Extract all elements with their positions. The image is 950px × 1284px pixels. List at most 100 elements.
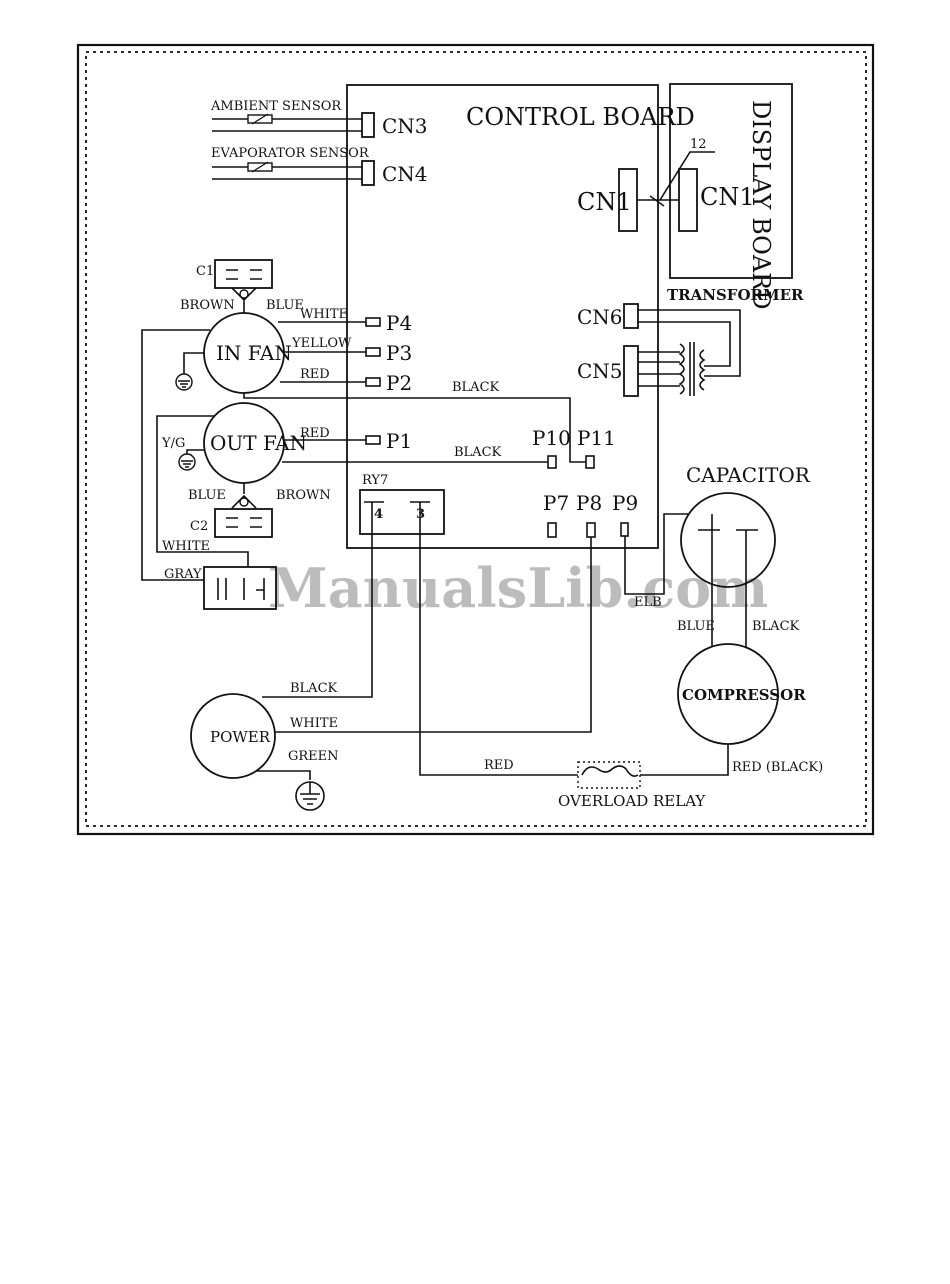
evaporator-sensor-wire — [212, 166, 362, 180]
red-black-wire — [640, 744, 729, 776]
ambient-sensor-wire — [212, 118, 362, 132]
red-wire-overload-label: RED — [484, 758, 514, 773]
p2-pin — [365, 377, 381, 387]
ambient-sensor-slash — [251, 113, 269, 125]
in-fan-label: IN FAN — [216, 341, 292, 365]
c1-capacitor — [214, 259, 273, 289]
capacitor-terminals — [698, 514, 758, 546]
cn4-label: CN4 — [382, 162, 428, 186]
black-wire-compressor-label: BLACK — [752, 619, 800, 634]
red-wire-p1-label: RED — [300, 426, 330, 441]
cn1-display-label: CN1 — [700, 183, 755, 211]
p9-wire-label: ELB — [634, 595, 662, 610]
capacitor-label: CAPACITOR — [686, 463, 811, 487]
white-wire-left-label: WHITE — [162, 539, 210, 554]
red-wire-p2-label: RED — [300, 367, 330, 382]
p7-label: P7 — [543, 491, 569, 515]
cn1-harness-slash — [649, 195, 665, 207]
cn6-connector — [623, 303, 639, 329]
p11-label: P11 — [577, 426, 616, 450]
yg-wire-label: Y/G — [161, 436, 185, 451]
blue-wire-bottom-label: BLUE — [188, 488, 226, 503]
p2-label: P2 — [386, 371, 412, 395]
capacitor-compressor-wires — [711, 546, 747, 650]
c2-leads — [231, 483, 257, 509]
p4-pin — [365, 317, 381, 327]
switch-block-contacts — [217, 578, 265, 600]
manualslib-watermark: ManualsLib.com — [268, 556, 768, 620]
cn3-connector — [361, 112, 375, 138]
power-ground-bars — [300, 782, 320, 805]
brown-wire-bottom-label: BROWN — [276, 488, 331, 503]
ambient-sensor-label: AMBIENT SENSOR — [210, 99, 342, 114]
capacitor — [680, 492, 776, 588]
relay-label: RY7 — [362, 473, 388, 488]
cn5-label: CN5 — [577, 359, 623, 383]
p9-label: P9 — [612, 491, 638, 515]
gray-wire — [141, 329, 222, 581]
switch-block — [203, 566, 277, 610]
in-fan-ground-wire — [183, 352, 204, 376]
p1-pin — [365, 435, 381, 445]
cn6-transformer-wire — [638, 309, 741, 377]
c2-capacitor — [214, 508, 273, 538]
transformer-secondary-coil — [699, 349, 706, 391]
power-source — [190, 693, 276, 779]
green-wire-power — [256, 770, 311, 780]
black-wire-p10-label: BLACK — [454, 445, 502, 460]
black-wire-p11 — [243, 393, 586, 463]
p9-pin — [620, 522, 629, 537]
out-fan-ground-bars — [181, 460, 193, 468]
cn4-connector — [361, 160, 375, 186]
c2-plates — [226, 517, 262, 528]
gray-wire-label: GRAY — [164, 567, 202, 582]
white-wire-p4-label: WHITE — [300, 307, 348, 322]
overload-relay-element — [581, 765, 639, 777]
cn1-harness — [637, 151, 715, 201]
compressor-label: COMPRESSOR — [682, 686, 806, 704]
cn3-label: CN3 — [382, 114, 428, 138]
cn5-transformer-wire — [638, 351, 680, 387]
p8-pin — [586, 522, 596, 538]
evaporator-sensor-slash — [251, 161, 269, 173]
p11-pin — [585, 455, 595, 469]
evaporator-sensor-label: EVAPORATOR SENSOR — [211, 146, 370, 161]
cn6-label: CN6 — [577, 305, 623, 329]
c2-label: C2 — [190, 519, 208, 534]
in-fan-ground-icon — [175, 373, 193, 391]
blue-wire-top-label: BLUE — [266, 298, 304, 313]
outer-frame — [76, 43, 875, 836]
red-black-wire-label: RED (BLACK) — [732, 760, 823, 775]
cn5-connector — [623, 345, 639, 397]
transformer-core — [689, 342, 695, 396]
c2-lead-node — [239, 497, 249, 507]
c1-label: C1 — [196, 264, 214, 279]
c1-plates — [226, 269, 262, 280]
out-fan-ground-icon — [178, 453, 196, 471]
p3-label: P3 — [386, 341, 412, 365]
p10-pin — [547, 455, 557, 469]
overload-relay-label: OVERLOAD RELAY — [558, 792, 706, 810]
green-wire-power-label: GREEN — [288, 749, 339, 764]
p10-label: P10 — [532, 426, 571, 450]
in-fan-ground-bars — [178, 380, 190, 388]
transformer-label: TRANSFORMER — [667, 286, 804, 304]
black-wire-power-label: BLACK — [290, 681, 338, 696]
power-label: POWER — [210, 728, 271, 746]
relay-ry7 — [359, 489, 445, 535]
out-fan-label: OUT FAN — [210, 431, 307, 455]
relay-pin4-label: 4 — [374, 507, 383, 522]
cn1-display-connector — [678, 168, 698, 232]
yellow-wire-p3-label: YELLOW — [291, 336, 352, 351]
p8-label: P8 — [576, 491, 602, 515]
white-wire-power — [274, 537, 592, 733]
c1-lead-node — [239, 289, 249, 299]
red-wire-overload — [419, 502, 578, 776]
p7-pin — [547, 522, 557, 538]
p4-label: P4 — [386, 311, 412, 335]
p3-pin — [365, 347, 381, 357]
black-wire-p11-label: BLACK — [452, 380, 500, 395]
display-board — [669, 83, 793, 279]
white-wire-left — [156, 415, 249, 578]
